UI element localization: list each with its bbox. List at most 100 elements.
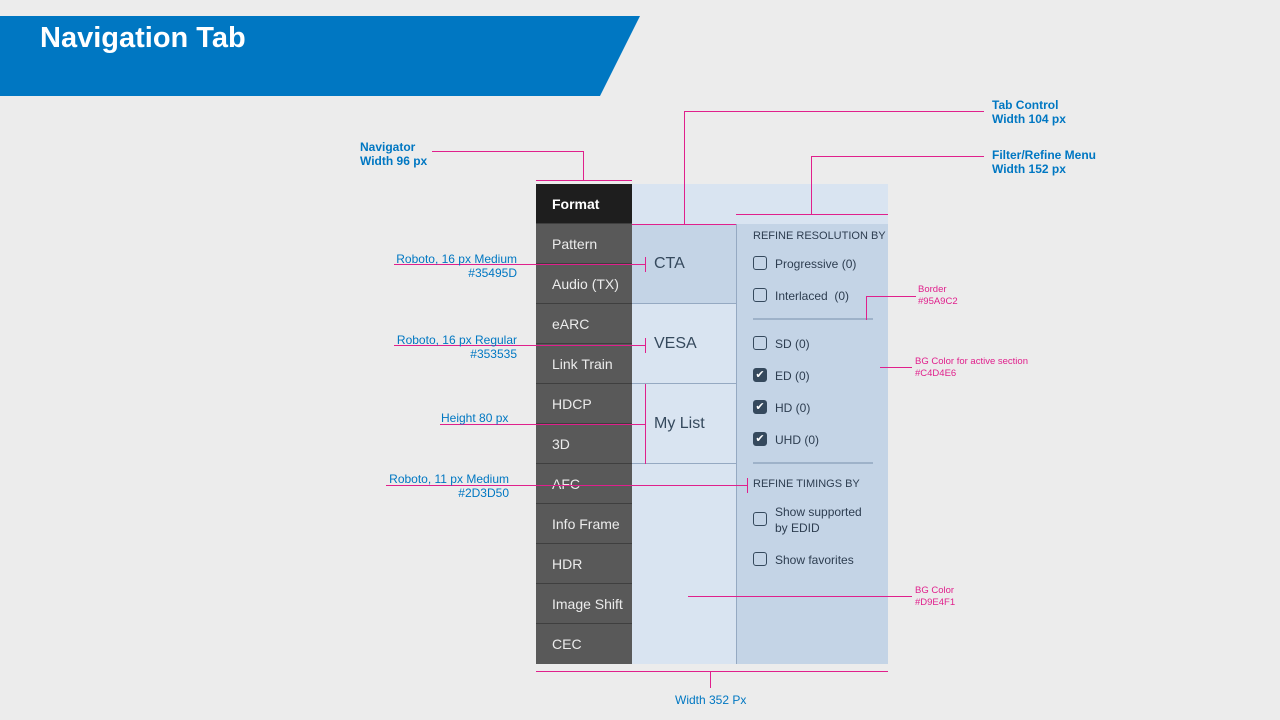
annotation-text: Width 96 px xyxy=(360,154,428,168)
tab-cta[interactable]: CTA xyxy=(632,224,736,304)
annotation-line xyxy=(432,151,584,152)
checkbox-interlaced[interactable]: Interlaced (0) xyxy=(753,288,849,304)
annotation-line xyxy=(583,151,584,180)
checkbox-label: ED (0) xyxy=(775,369,810,383)
annotation-line xyxy=(645,257,646,272)
annotation-line xyxy=(536,180,632,181)
page-title: Navigation Tab xyxy=(40,22,246,54)
checkbox-ed[interactable]: ✔ ED (0) xyxy=(753,368,810,384)
annotation-line xyxy=(866,296,867,320)
nav-item-afc[interactable]: AFC xyxy=(536,464,632,504)
nav-item-3d[interactable]: 3D xyxy=(536,424,632,464)
annotation-font-medium-11: Roboto, 11 px Medium #2D3D50 xyxy=(340,472,509,500)
annotation-width: Width 352 Px xyxy=(675,693,747,707)
annotation-font-medium-16: Roboto, 16 px Medium #35495D xyxy=(340,252,517,280)
check-icon[interactable]: ✔ xyxy=(753,400,767,414)
annotation-text: Navigator xyxy=(360,140,416,154)
refine-resolution-heading: REFINE RESOLUTION BY xyxy=(753,230,886,242)
annotation-text: Width 104 px xyxy=(992,112,1066,126)
annotation-navigator: Navigator Width 96 px xyxy=(360,140,427,168)
annotation-text: #D9E4F1 xyxy=(915,597,956,608)
title-banner xyxy=(0,16,640,96)
refine-timings-heading: REFINE TIMINGS BY xyxy=(753,478,860,490)
section-divider xyxy=(753,318,873,320)
annotation-text: #2D3D50 xyxy=(458,486,509,500)
annotation-text: Roboto, 16 px Medium xyxy=(396,252,517,266)
nav-item-info-frame[interactable]: Info Frame xyxy=(536,504,632,544)
annotation-tab-control: Tab Control Width 104 px xyxy=(992,98,1066,126)
annotation-text: Filter/Refine Menu xyxy=(992,148,1097,162)
annotation-line xyxy=(440,424,646,425)
annotation-border: Border #95A9C2 xyxy=(918,284,958,308)
nav-item-hdr[interactable]: HDR xyxy=(536,544,632,584)
annotation-line xyxy=(736,214,888,215)
nav-item-hdcp[interactable]: HDCP xyxy=(536,384,632,424)
annotation-line xyxy=(645,384,646,464)
checkbox-icon[interactable] xyxy=(753,288,767,302)
annotation-text: Width 152 px xyxy=(992,162,1066,176)
annotation-line xyxy=(386,485,748,486)
annotation-line xyxy=(880,367,912,368)
checkbox-label: Interlaced (0) xyxy=(775,289,850,303)
section-divider xyxy=(753,462,873,464)
nav-item-earc[interactable]: eARC xyxy=(536,304,632,344)
annotation-line xyxy=(645,338,646,353)
annotation-height: Height 80 px xyxy=(441,411,509,425)
annotation-text: #35495D xyxy=(468,266,517,280)
checkbox-hd[interactable]: ✔ HD (0) xyxy=(753,400,810,416)
tab-my-list[interactable]: My List xyxy=(632,384,736,464)
annotation-text: Roboto, 11 px Medium xyxy=(389,472,509,486)
annotation-line xyxy=(866,296,916,297)
checkbox-icon[interactable] xyxy=(753,512,767,526)
checkbox-show-favorites[interactable]: Show favorites xyxy=(753,552,854,568)
annotation-filter-menu: Filter/Refine Menu Width 152 px xyxy=(992,148,1096,176)
checkbox-label: SD (0) xyxy=(775,337,810,351)
checkbox-label: Show supported by EDID xyxy=(775,505,862,535)
annotation-line xyxy=(684,111,685,224)
annotation-line xyxy=(811,156,984,157)
checkbox-icon[interactable] xyxy=(753,552,767,566)
checkbox-uhd[interactable]: ✔ UHD (0) xyxy=(753,432,819,448)
annotation-line xyxy=(632,224,736,225)
tab-control: CTA VESA My List xyxy=(632,184,736,664)
annotation-line xyxy=(684,111,984,112)
annotation-text: Tab Control xyxy=(992,98,1059,112)
annotation-text: #C4D4E6 xyxy=(915,368,957,379)
annotation-text: Border xyxy=(918,284,947,295)
annotation-text: #353535 xyxy=(470,347,517,361)
checkbox-label: Show favorites xyxy=(775,553,854,567)
annotation-text: BG Color xyxy=(915,585,955,596)
nav-item-format[interactable]: Format xyxy=(536,184,632,224)
annotation-font-regular-16: Roboto, 16 px Regular #353535 xyxy=(340,333,517,361)
annotation-line xyxy=(688,596,912,597)
check-icon[interactable]: ✔ xyxy=(753,432,767,446)
checkbox-icon[interactable] xyxy=(753,256,767,270)
annotation-text: BG Color for active section xyxy=(915,356,1028,367)
annotation-line xyxy=(394,264,646,265)
annotation-line xyxy=(394,345,646,346)
checkbox-label: UHD (0) xyxy=(775,433,819,447)
nav-item-cec[interactable]: CEC xyxy=(552,636,582,652)
nav-item-image-shift[interactable]: Image Shift xyxy=(536,584,632,624)
annotation-bg: BG Color #D9E4F1 xyxy=(915,585,955,609)
checkbox-label: HD (0) xyxy=(775,401,811,415)
nav-item-pattern[interactable]: Pattern xyxy=(536,224,632,264)
annotation-text: #95A9C2 xyxy=(918,296,958,307)
checkbox-progressive[interactable]: Progressive (0) xyxy=(753,256,856,272)
checkbox-show-supported[interactable]: Show supported by EDID xyxy=(753,504,871,536)
nav-item-link-train[interactable]: Link Train xyxy=(536,344,632,384)
annotation-line xyxy=(536,671,888,672)
checkbox-sd[interactable]: SD (0) xyxy=(753,336,810,352)
tab-vesa[interactable]: VESA xyxy=(632,304,736,384)
filter-refine-menu: REFINE RESOLUTION BY Progressive (0) Int… xyxy=(736,184,888,664)
checkbox-icon[interactable] xyxy=(753,336,767,350)
annotation-line xyxy=(811,156,812,214)
filter-menu-body: REFINE RESOLUTION BY Progressive (0) Int… xyxy=(736,224,888,664)
annotation-line xyxy=(710,671,711,688)
annotation-line xyxy=(747,478,748,493)
checkbox-label: Progressive (0) xyxy=(775,257,857,271)
annotation-active-bg: BG Color for active section #C4D4E6 xyxy=(915,356,1028,380)
annotation-text: Roboto, 16 px Regular xyxy=(396,333,517,347)
nav-item-audio-tx[interactable]: Audio (TX) xyxy=(536,264,632,304)
check-icon[interactable]: ✔ xyxy=(753,368,767,382)
